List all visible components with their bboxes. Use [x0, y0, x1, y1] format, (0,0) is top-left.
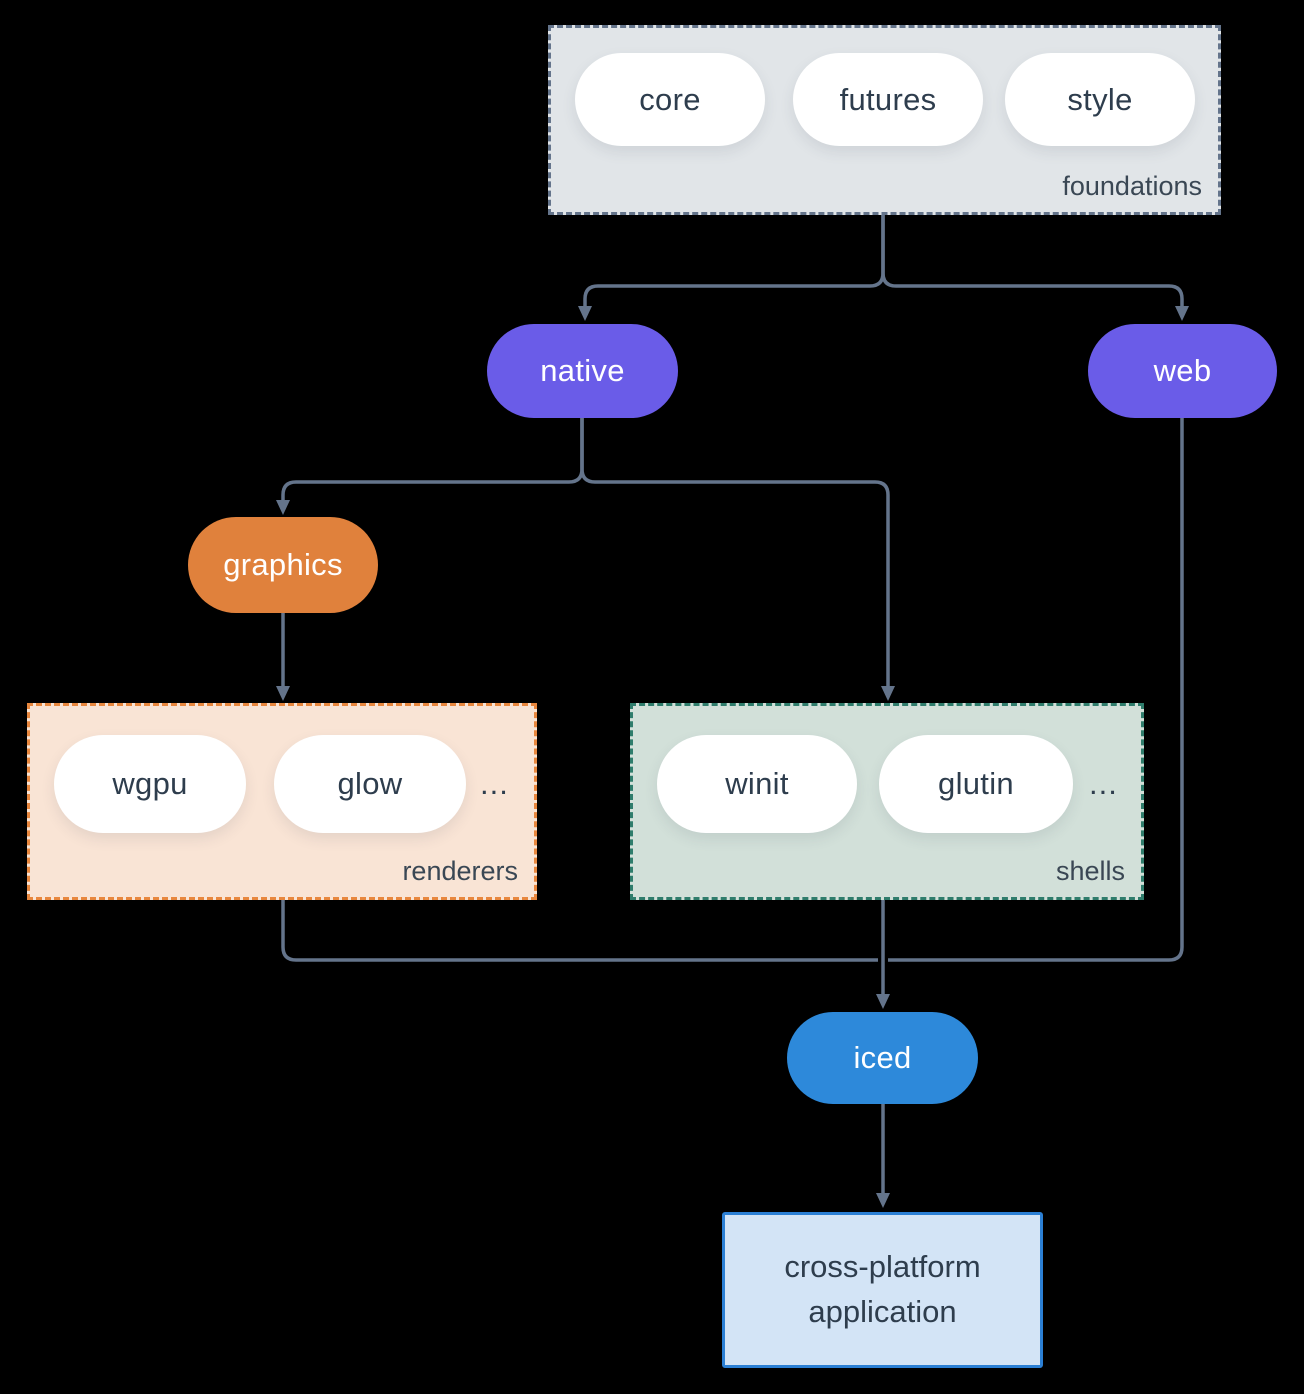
node-web: web — [1088, 324, 1277, 418]
node-wgpu: wgpu — [54, 735, 246, 833]
node-glutin-label: glutin — [938, 766, 1014, 801]
node-native-label: native — [540, 353, 625, 388]
foundations-group-label: foundations — [1062, 171, 1202, 201]
node-graphics: graphics — [188, 517, 378, 613]
connector-native-to-shells — [580, 417, 895, 701]
node-core-label: core — [639, 81, 701, 117]
node-iced: iced — [787, 1012, 978, 1104]
connector-web-to-merge — [888, 417, 1184, 962]
node-core: core — [575, 53, 765, 146]
node-style-label: style — [1067, 81, 1133, 117]
foundations-group: core futures style foundations — [548, 25, 1221, 215]
shells-ellipsis: ... — [1089, 766, 1118, 801]
node-web-label: web — [1153, 353, 1212, 388]
node-glow: glow — [274, 735, 466, 833]
renderers-ellipsis: ... — [480, 766, 509, 801]
node-winit: winit — [657, 735, 857, 833]
node-style: style — [1005, 53, 1195, 146]
node-futures: futures — [793, 53, 983, 146]
connector-foundations-to-native — [578, 214, 885, 321]
connector-foundations-to-web — [881, 214, 1189, 321]
node-iced-label: iced — [853, 1040, 912, 1075]
connector-renderers-to-merge — [281, 899, 878, 962]
shells-group: winit glutin ... shells — [630, 703, 1144, 900]
node-futures-label: futures — [839, 81, 937, 117]
node-winit-label: winit — [725, 766, 789, 801]
node-glow-label: glow — [337, 766, 403, 801]
node-cross-platform-application-label: cross-platform application — [784, 1249, 981, 1329]
node-cross-platform-application: cross-platform application — [722, 1212, 1043, 1368]
renderers-group-label: renderers — [402, 856, 518, 886]
node-glutin: glutin — [879, 735, 1073, 833]
shells-group-label: shells — [1055, 856, 1125, 886]
renderers-group: wgpu glow ... renderers — [27, 703, 537, 900]
node-native: native — [487, 324, 678, 418]
node-graphics-label: graphics — [223, 547, 343, 582]
connector-native-to-graphics — [276, 417, 584, 515]
node-wgpu-label: wgpu — [112, 766, 188, 801]
